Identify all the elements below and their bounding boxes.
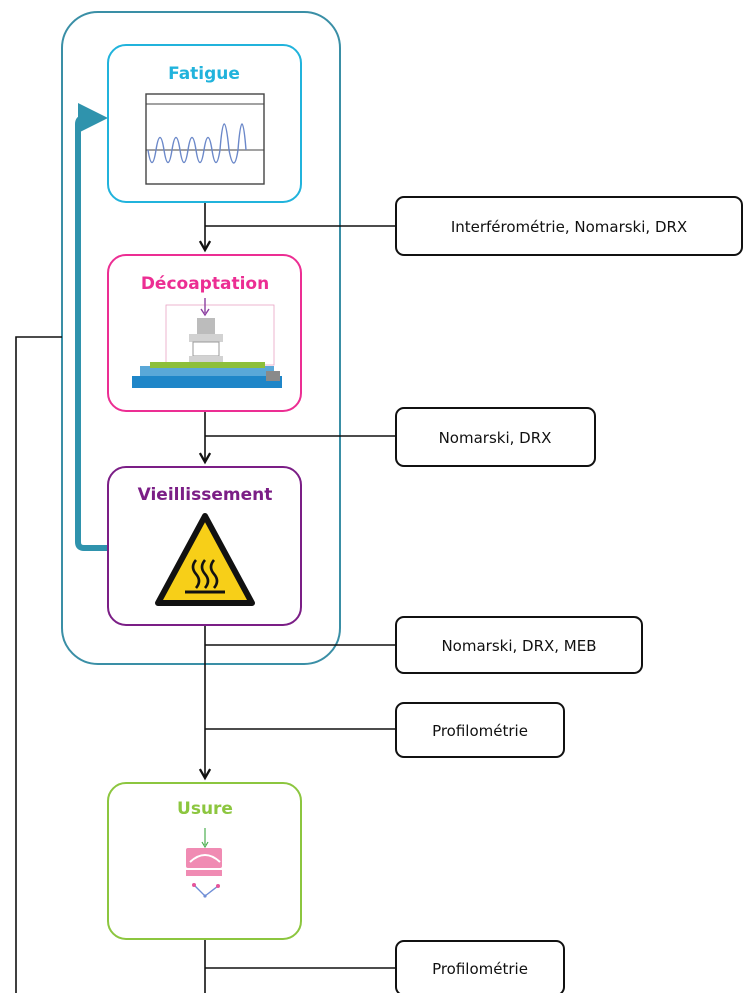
- stage-decoaptation: Décoaptation: [107, 254, 302, 412]
- oscillating-signal-icon: [145, 93, 265, 185]
- technique-label-t3: Nomarski, DRX, MEB: [441, 637, 596, 655]
- technique-label-t2: Nomarski, DRX: [439, 429, 552, 447]
- technique-box-t4: Profilométrie: [395, 702, 565, 758]
- technique-label-t1: Interférométrie, Nomarski, DRX: [451, 218, 687, 236]
- technique-box-t1: Interférométrie, Nomarski, DRX: [395, 196, 743, 256]
- wear-test-icon: [186, 828, 222, 898]
- outer-bypass-line: [15, 336, 62, 993]
- technique-box-t5: Profilométrie: [395, 940, 565, 993]
- cycle-loop-box: [61, 11, 341, 665]
- stage-fatigue-title: Fatigue: [168, 64, 240, 84]
- technique-box-t2: Nomarski, DRX: [395, 407, 596, 467]
- stage-usure: Usure: [107, 782, 302, 940]
- stage-decoaptation-title: Décoaptation: [141, 274, 269, 294]
- technique-label-t4: Profilométrie: [432, 722, 528, 740]
- loop-back-arrow: [75, 103, 108, 551]
- technique-box-t3: Nomarski, DRX, MEB: [395, 616, 643, 674]
- technique-label-t5: Profilométrie: [432, 960, 528, 978]
- hot-surface-warning-icon: [155, 513, 255, 606]
- test-rig-icon: [132, 298, 282, 388]
- stage-usure-title: Usure: [177, 799, 233, 819]
- stage-vieillissement: Vieillissement: [107, 466, 302, 626]
- stage-vieillissement-title: Vieillissement: [138, 485, 273, 505]
- stage-fatigue: Fatigue: [107, 44, 302, 203]
